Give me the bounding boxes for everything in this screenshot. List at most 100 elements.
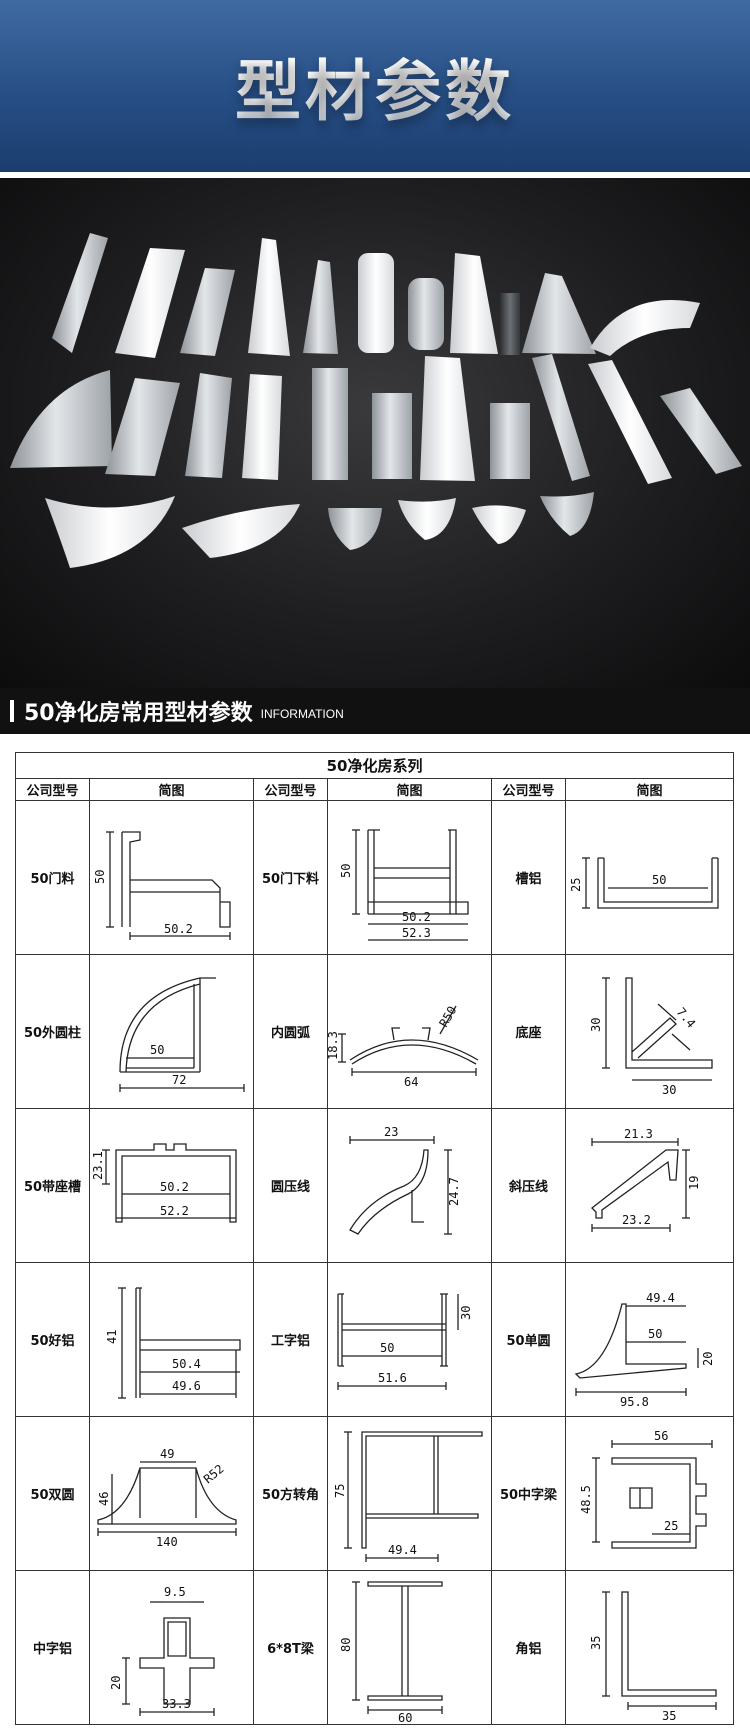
section-marker: [10, 700, 14, 722]
dimension-label: 25: [664, 1519, 678, 1533]
table-caption: 50净化房系列: [14, 752, 735, 779]
dimension-label: 49.4: [388, 1543, 417, 1557]
section-heading-bar: 50净化房常用型材参数 INFORMATION: [0, 688, 750, 734]
model-name: 50门下料: [253, 800, 328, 955]
dimension-label: 64: [404, 1075, 418, 1089]
dimension-label: 18.3: [328, 1031, 340, 1060]
profile-drawing: 80 60: [327, 1570, 492, 1725]
table-row: 50双圆 49 46 R52 140 50方转角 75 49.4: [15, 1416, 735, 1571]
profile-drawing: 50 50.2 52.3: [327, 800, 492, 955]
base-profile-diagram: 30 7.4 30: [589, 976, 713, 1097]
dimension-label: 24.7: [447, 1177, 461, 1206]
column-header: 公司型号: [253, 778, 328, 801]
dimension-label: 35: [662, 1709, 676, 1723]
model-name: 工字铝: [253, 1262, 328, 1417]
table-row: 50带座槽 23.1 50.2 52.2 圆压线 23 24.7 斜压线: [15, 1108, 735, 1263]
profile-spec-table: 50净化房系列 公司型号 简图 公司型号 简图 公司型号 简图 50门料 50 …: [14, 752, 735, 1725]
model-name: 50门料: [15, 800, 90, 955]
dimension-label: 23: [384, 1125, 398, 1139]
dimension-label: 30: [589, 1017, 603, 1031]
product-photo: [0, 178, 750, 688]
door-profile-diagram: 50 50.2: [93, 830, 231, 940]
dimension-label: 49.6: [172, 1379, 201, 1393]
header-banner: 型材参数: [0, 0, 750, 172]
seat-channel-profile-diagram: 23.1 50.2 52.2: [91, 1142, 237, 1223]
model-name: 50双圆: [15, 1416, 90, 1571]
header-divider: [0, 172, 750, 178]
profile-drawing: 30 7.4 30: [564, 954, 735, 1109]
single-round-profile-diagram: 49.4 50 20 95.8: [574, 1291, 715, 1409]
t-beam-profile-diagram: 80 60: [339, 1580, 443, 1724]
section-subtitle: INFORMATION: [260, 707, 344, 721]
dimension-label: 50: [150, 1043, 164, 1057]
dimension-label: 9.5: [164, 1585, 186, 1599]
profile-drawing: 50 30 51.6: [327, 1262, 492, 1417]
dimension-label: 30: [459, 1305, 473, 1319]
profile-drawing: 50 50.2: [89, 800, 254, 955]
dimension-label: 49.4: [646, 1291, 675, 1305]
model-name: 圆压线: [253, 1108, 328, 1263]
column-header: 简图: [327, 778, 492, 801]
model-name: 50方转角: [253, 1416, 328, 1571]
profile-drawing: 23 24.7: [327, 1108, 492, 1263]
middle-beam-profile-diagram: 56 48.5 25: [579, 1429, 713, 1549]
dimension-label: 23.1: [91, 1151, 105, 1180]
slant-bead-profile-diagram: 21.3 19 23.2: [591, 1127, 701, 1232]
table-row: 50门料 50 50.2 50门下料 50 50.2 52.3 槽铝: [15, 800, 735, 955]
dimension-label: 50.2: [160, 1180, 189, 1194]
dimension-label: 60: [398, 1711, 412, 1724]
model-name: 50单圆: [491, 1262, 566, 1417]
dimension-label: 52.2: [160, 1204, 189, 1218]
column-header: 简图: [564, 778, 735, 801]
dimension-label: 50: [648, 1327, 662, 1341]
dimension-label: 56: [654, 1429, 668, 1443]
model-name: 底座: [491, 954, 566, 1109]
dimension-label: 51.6: [378, 1371, 407, 1385]
dimension-label: 46: [97, 1491, 111, 1505]
profile-drawing: 49.4 50 20 95.8: [564, 1262, 735, 1417]
table-row: 50好铝 41 50.4 49.6 工字铝 50 30 51.6: [15, 1262, 735, 1417]
middle-aluminum-profile-diagram: 9.5 20 33.3: [109, 1585, 215, 1716]
model-name: 槽铝: [491, 800, 566, 955]
table-row: 中字铝 9.5 20 33.3 6*8T梁 80 60 角铝: [15, 1570, 735, 1725]
dimension-label: 50.4: [172, 1357, 201, 1371]
profile-drawing: 23.1 50.2 52.2: [89, 1108, 254, 1263]
column-header: 公司型号: [491, 778, 566, 801]
angle-aluminum-profile-diagram: 35 35: [589, 1590, 717, 1723]
table-caption-row: 50净化房系列: [14, 752, 735, 779]
dimension-label: 80: [339, 1637, 353, 1651]
profile-drawing: 35 35: [564, 1570, 735, 1725]
model-name: 中字铝: [15, 1570, 90, 1725]
model-name: 内圆弧: [253, 954, 328, 1109]
dimension-label: 50: [380, 1341, 394, 1355]
column-header: 公司型号: [15, 778, 90, 801]
dimension-label: 23.2: [622, 1213, 651, 1227]
profile-drawing: 9.5 20 33.3: [89, 1570, 254, 1725]
table-row: 50外圆柱 50 72 内圆弧 18.3 64 R50 底座: [15, 954, 735, 1109]
table-header-row: 公司型号 简图 公司型号 简图 公司型号 简图: [15, 778, 735, 801]
profile-drawing: 18.3 64 R50: [327, 954, 492, 1109]
model-name: 50外圆柱: [15, 954, 90, 1109]
dimension-label: 72: [172, 1073, 186, 1087]
good-aluminum-profile-diagram: 41 50.4 49.6: [105, 1286, 241, 1399]
outer-column-profile-diagram: 50 72: [119, 976, 245, 1092]
profile-drawing: 25 50: [564, 800, 735, 955]
page-title: 型材参数: [235, 38, 515, 134]
dimension-label: 50: [93, 869, 107, 883]
model-name: 斜压线: [491, 1108, 566, 1263]
inner-arc-profile-diagram: 18.3 64 R50: [328, 1003, 479, 1089]
dimension-label: 19: [687, 1175, 701, 1189]
dimension-label: 52.3: [402, 926, 431, 940]
dimension-label: 50: [339, 863, 353, 877]
dimension-label: 7.4: [674, 1004, 699, 1030]
model-name: 6*8T梁: [253, 1570, 328, 1725]
model-name: 50带座槽: [15, 1108, 90, 1263]
dimension-label: 25: [569, 877, 583, 891]
dimension-label: 75: [333, 1483, 347, 1497]
profile-drawing: 21.3 19 23.2: [564, 1108, 735, 1263]
dimension-label: 50.2: [402, 910, 431, 924]
double-round-profile-diagram: 49 46 R52 140: [97, 1447, 237, 1549]
round-bead-profile-diagram: 23 24.7: [349, 1125, 461, 1235]
model-name: 50中字梁: [491, 1416, 566, 1571]
profile-drawing: 56 48.5 25: [564, 1416, 735, 1571]
